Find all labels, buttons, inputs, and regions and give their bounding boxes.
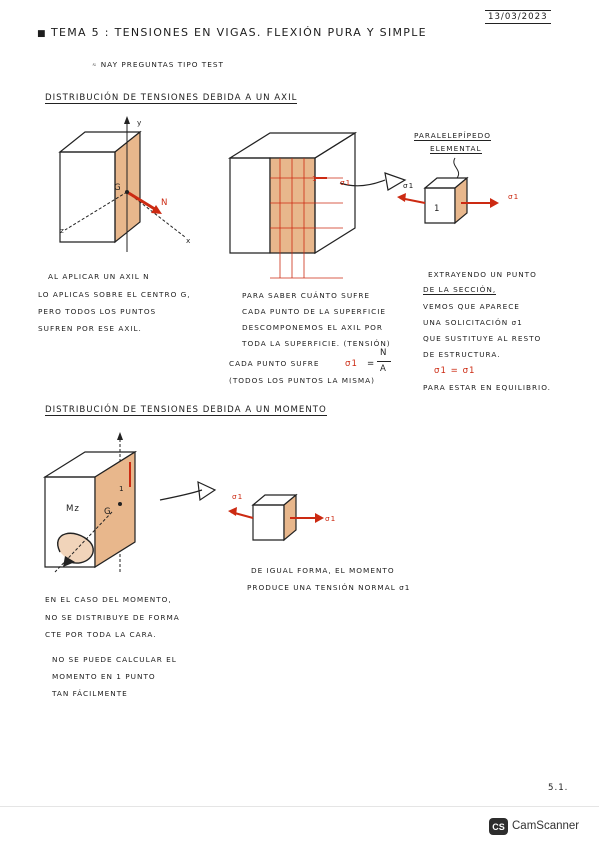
camscanner-watermark: CamScanner	[512, 820, 580, 832]
axial-right-line: EXTRAYENDO UN PUNTO	[428, 270, 537, 279]
sigma-right-label: σ1	[508, 192, 520, 201]
axis-x-label: x	[186, 236, 192, 245]
page-title: TEMA 5 : TENSIONES EN VIGAS. FLEXIÓN PUR…	[51, 26, 427, 39]
axial-mid-line: TODA LA SUPERFICIE. (TENSIÓN)	[242, 339, 391, 348]
moment-mz-label: Mz	[66, 504, 80, 514]
axial-right-line: DE LA SECCIÓN,	[423, 285, 497, 295]
section1-heading: DISTRIBUCIÓN DE TENSIONES DEBIDA A UN AX…	[45, 93, 298, 104]
moment-left-line: NO SE DISTRIBUYE DE FORMA	[45, 613, 180, 622]
axial-right-line: UNA SOLICITACIÓN σ1	[423, 318, 523, 327]
page-bottom-edge	[0, 806, 599, 807]
stress-grid-cube-figure	[227, 131, 407, 279]
moment-sigma-left: σ1	[232, 492, 244, 501]
moment-cube-figure	[42, 432, 217, 573]
camscanner-logo: CS	[489, 818, 508, 835]
formula-sigma: σ1	[345, 359, 358, 369]
moment-sigma-right: σ1	[325, 514, 337, 523]
moment-left-line: NO SE PUEDE CALCULAR EL	[52, 655, 177, 664]
moment-left-line: EN EL CASO DEL MOMENTO,	[45, 595, 172, 604]
note-line: ⍨ NAY PREGUNTAS TIPO TEST	[92, 60, 224, 69]
elemental-cube-figure	[397, 157, 499, 225]
page-date: 13/03/2023	[485, 10, 551, 24]
formula-numerator: N	[380, 348, 388, 358]
page-number: 5.1.	[548, 783, 569, 793]
axial-right-line: PARA ESTAR EN EQUILIBRIO.	[423, 383, 551, 392]
fig3-title-1: PARALELEPÍPEDO	[414, 131, 491, 141]
axial-mid-line: (TODOS LOS PUNTOS LA MISMA)	[229, 376, 375, 385]
axis-z-label: z	[60, 226, 65, 235]
bullet-mark: ■	[37, 29, 47, 39]
moment-left-line: MOMENTO EN 1 PUNTO	[52, 672, 156, 681]
fig3-title-2: ELEMENTAL	[430, 144, 482, 154]
equilibrium-eq: σ1 = σ1	[434, 366, 476, 376]
section2-heading: DISTRIBUCIÓN DE TENSIONES DEBIDA A UN MO…	[45, 405, 327, 416]
axial-mid-line: PARA SABER CUÁNTO SUFRE	[242, 291, 371, 300]
elemental-point-label: 1	[434, 204, 441, 214]
moment-point-label: 1	[119, 484, 125, 493]
axial-force-label: N	[161, 198, 169, 208]
axial-mid-line: DESCOMPONEMOS EL AXIL POR	[242, 323, 383, 332]
axial-left-line: PERO TODOS LOS PUNTOS	[38, 307, 157, 316]
axial-right-line: QUE SUSTITUYE AL RESTO	[423, 334, 542, 343]
axial-right-line: VEMOS QUE APARECE	[423, 302, 520, 311]
formula-denominator: A	[380, 364, 387, 374]
moment-g-label: G	[104, 507, 112, 517]
sigma-label-grid: σ1	[340, 178, 352, 187]
formula-bar	[377, 361, 391, 362]
moment-left-line: CTE POR TODA LA CARA.	[45, 630, 157, 639]
axial-left-line: SUFREN POR ESE AXIL.	[38, 324, 142, 333]
moment-right-line: DE IGUAL FORMA, EL MOMENTO	[251, 566, 395, 575]
moment-elemental-cube	[228, 493, 324, 542]
axial-left-line: LO APLICAS SOBRE EL CENTRO G,	[38, 290, 191, 299]
axial-left-line: AL APLICAR UN AXIL N	[48, 272, 150, 281]
centroid-label: G	[114, 183, 122, 193]
axis-y-label: y	[137, 118, 143, 127]
axial-cube-figure	[58, 116, 186, 252]
point-label-grid: 1	[312, 174, 318, 183]
moment-left-line: TAN FÁCILMENTE	[52, 689, 128, 698]
axial-mid-line: CADA PUNTO SUFRE	[229, 359, 320, 368]
axial-mid-line: CADA PUNTO DE LA SUPERFICIE	[242, 307, 386, 316]
moment-right-line: PRODUCE UNA TENSIÓN NORMAL σ1	[247, 583, 411, 592]
axial-right-line: DE ESTRUCTURA.	[423, 350, 501, 359]
sigma-left-label: σ1	[403, 181, 415, 190]
formula-equals: =	[367, 359, 376, 369]
